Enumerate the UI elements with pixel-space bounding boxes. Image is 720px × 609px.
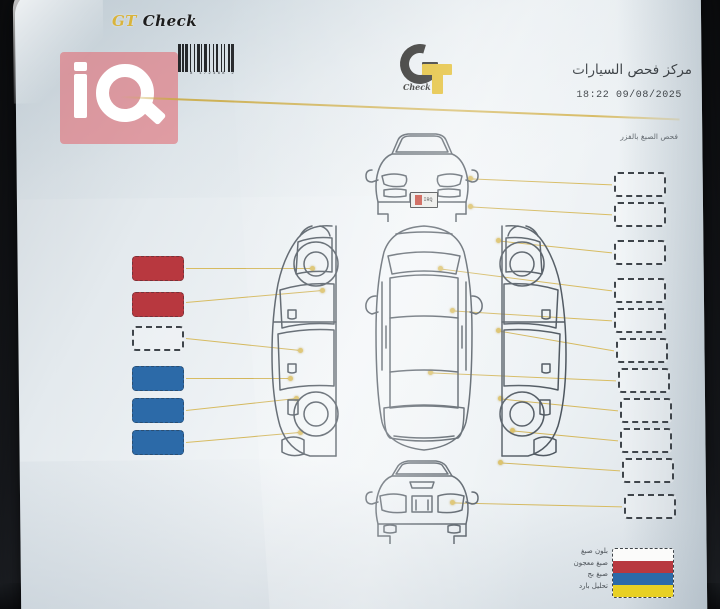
color-key-legend	[612, 548, 676, 600]
leader-dot-9	[437, 265, 443, 271]
leader-dot-6	[467, 175, 473, 181]
result-box-r10[interactable]	[622, 458, 674, 483]
leader-dot-11	[495, 327, 501, 333]
leader-dot-0	[309, 265, 315, 271]
legend-label-3: تحليل بارد	[578, 581, 608, 590]
paint-swatch-l2[interactable]	[132, 292, 184, 317]
paint-swatch-l6[interactable]	[132, 430, 184, 455]
brand-script-logo: GT Check	[112, 12, 197, 30]
brand-script-word: Check	[142, 12, 198, 30]
car-rear-view	[358, 458, 486, 544]
barcode-bar	[209, 44, 210, 72]
leader-dot-3	[287, 375, 293, 381]
leader-line-3	[186, 378, 290, 380]
legend-band-0	[613, 549, 673, 561]
leader-dot-8	[495, 237, 501, 243]
gt-check-emblem: Check	[392, 36, 460, 98]
result-box-r8[interactable]	[620, 398, 672, 423]
result-box-r9[interactable]	[620, 428, 672, 453]
result-box-r4[interactable]	[614, 278, 666, 303]
leader-dot-1	[319, 287, 325, 293]
legend-label-2: صبغ بج	[587, 570, 608, 578]
car-right-side-view	[484, 218, 580, 462]
legend-band-3	[613, 585, 673, 597]
legend-band-2	[613, 573, 673, 585]
iq-letter-i-dot	[74, 62, 87, 71]
barcode-bar	[204, 44, 207, 72]
barcode-bar	[190, 44, 191, 72]
barcode-bar	[185, 44, 188, 72]
barcode-bar	[197, 44, 200, 72]
result-box-r2[interactable]	[614, 202, 666, 227]
paint-swatch-l3[interactable]	[132, 326, 184, 351]
emblem-t-vertical	[432, 64, 443, 94]
car-left-side-view	[258, 218, 354, 462]
leader-dot-15	[497, 459, 503, 465]
result-box-r1[interactable]	[614, 172, 666, 197]
barcode-bar	[213, 44, 214, 72]
barcode-bar	[221, 44, 222, 72]
barcode-bar	[228, 44, 230, 72]
barcode-bar	[194, 44, 195, 72]
barcode-bar	[216, 44, 218, 72]
color-key-swatch-stack	[612, 548, 674, 598]
leader-dot-4	[293, 395, 299, 401]
barcode-bar	[224, 44, 225, 72]
sheet-title: مركز فحص السيارات	[572, 62, 692, 78]
plate-text: IRQ	[423, 197, 433, 203]
license-plate: IRQ	[410, 192, 438, 208]
paint-swatch-l5[interactable]	[132, 398, 184, 423]
barcode-number: 8 172468 2	[189, 72, 236, 76]
result-box-r5[interactable]	[614, 308, 666, 333]
leader-dot-12	[427, 369, 433, 375]
car-top-view	[360, 222, 488, 454]
plate-color-block	[415, 195, 423, 205]
legend-label-0: بلون صبغ	[580, 547, 608, 555]
barcode-bar	[182, 44, 184, 72]
leader-dot-10	[449, 307, 455, 313]
result-box-r6[interactable]	[616, 338, 668, 363]
sheet-datetime: 18:22 09/08/2025	[576, 90, 682, 101]
barcode	[178, 44, 248, 78]
leader-dot-16	[449, 499, 455, 505]
car-front-view	[358, 130, 486, 222]
brand-script-prefix: GT	[112, 12, 137, 30]
sheet-subtitle: فحص الصبغ بالفزر	[620, 132, 678, 141]
iq-letter-i	[74, 74, 87, 118]
barcode-bar	[178, 44, 181, 72]
result-box-r11[interactable]	[624, 494, 676, 519]
leader-line-0	[186, 268, 312, 270]
barcode-bar	[234, 44, 235, 72]
paint-swatch-l1[interactable]	[132, 256, 184, 281]
result-box-r3[interactable]	[614, 240, 666, 265]
paint-swatch-l4[interactable]	[132, 366, 184, 391]
leader-dot-14	[509, 427, 515, 433]
barcode-bar	[201, 44, 202, 72]
leader-dot-2	[297, 347, 303, 353]
leader-dot-5	[297, 429, 303, 435]
legend-label-1: صبغ معجون	[573, 558, 608, 567]
result-box-r7[interactable]	[618, 368, 670, 393]
emblem-check-text: Check	[403, 82, 431, 92]
leader-dot-13	[497, 395, 503, 401]
color-key-labels: بلون صبغ صبغ معجون صبغ بج تحليل بارد	[538, 546, 608, 592]
leader-dot-7	[467, 203, 473, 209]
legend-band-1	[613, 561, 673, 573]
barcode-bar	[231, 44, 234, 72]
